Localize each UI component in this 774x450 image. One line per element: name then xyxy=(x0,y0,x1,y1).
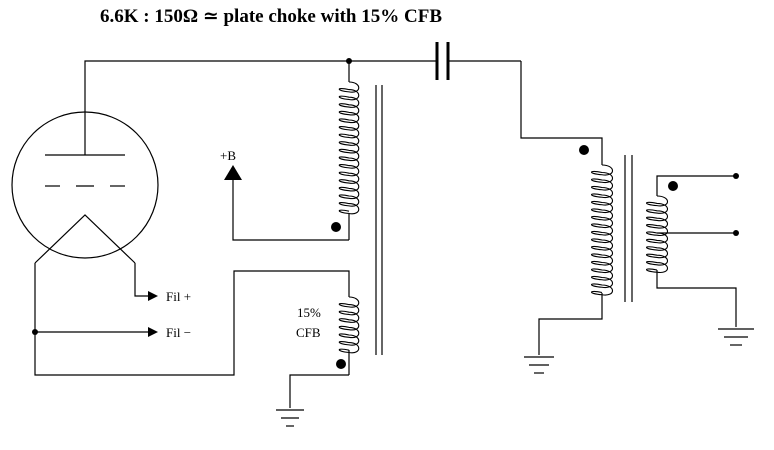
b-plus-wire xyxy=(232,178,349,241)
junction-dot xyxy=(32,329,38,335)
output-secondary-top-wire xyxy=(656,175,736,196)
output-primary-winding xyxy=(590,164,614,296)
phase-dot-icon xyxy=(579,145,589,155)
fil-plus-arrow-icon xyxy=(148,291,158,301)
terminal-dot xyxy=(733,230,739,236)
cfb-winding xyxy=(338,296,360,354)
cfb-percent-label: 15% xyxy=(297,305,321,320)
phase-dot-icon xyxy=(336,359,346,369)
plate-choke-winding xyxy=(338,81,360,215)
tube-filament xyxy=(34,214,136,264)
output-secondary-ground-wire xyxy=(656,270,737,327)
fil-minus-label: Fil − xyxy=(166,325,191,340)
phase-dot-icon xyxy=(668,181,678,191)
output-primary-top-wire xyxy=(520,61,603,165)
fil-plus-label: Fil + xyxy=(166,289,191,304)
output-primary-ground-wire xyxy=(538,293,603,355)
cfb-label: CFB xyxy=(296,325,321,340)
diagram-title: 6.6K : 150Ω ≃ plate choke with 15% CFB xyxy=(100,6,442,27)
coupling-capacitor xyxy=(435,42,450,80)
output-secondary-winding xyxy=(645,195,669,273)
cfb-ground-wire xyxy=(289,374,349,408)
ground-symbol-icon xyxy=(718,328,754,346)
plate-wire xyxy=(84,60,521,155)
terminal-dot xyxy=(733,173,739,179)
fil-minus-arrow-icon xyxy=(148,327,158,337)
phase-dot-icon xyxy=(331,222,341,232)
fil-plus-wire xyxy=(134,263,155,297)
ground-symbol-icon xyxy=(276,409,304,427)
b-plus-arrow-icon xyxy=(224,165,242,180)
fil-return-wire xyxy=(34,263,350,376)
b-plus-label: +B xyxy=(220,148,236,163)
ground-symbol-icon xyxy=(524,356,554,374)
